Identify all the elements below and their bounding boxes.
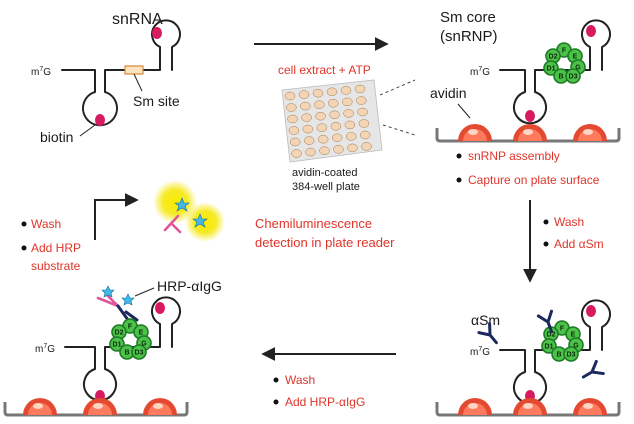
plate-well: [328, 99, 339, 108]
plate-well: [326, 87, 338, 97]
plate-well: [288, 126, 300, 135]
sm-protein-label: D1: [545, 344, 554, 351]
plate-well: [314, 100, 325, 109]
step2-list: Wash Add αSm: [543, 215, 604, 251]
m7g-label-4: m7G: [35, 343, 55, 355]
plate-well: [357, 107, 368, 117]
arrow-step4: [94, 193, 139, 240]
hrp-aigg-label: HRP-αIgG: [157, 278, 222, 294]
plate-well: [347, 143, 358, 153]
plate-well: [298, 90, 310, 99]
plate-well: [319, 146, 330, 155]
plate-well: [291, 149, 302, 158]
plate-well: [342, 97, 353, 107]
step4-item-3: substrate: [31, 259, 81, 273]
step4-list: Wash Add HRP substrate: [21, 217, 81, 273]
plate-well: [289, 137, 301, 147]
m7g-label: m7G: [31, 66, 51, 78]
sm-core-label-2: (snRNP): [440, 28, 498, 45]
sm-protein-label: D1: [547, 66, 556, 73]
plate-well: [359, 130, 371, 140]
m7g-label-2: m7G: [470, 66, 490, 78]
sm-protein-label: E: [571, 332, 576, 339]
step1-item-1: snRNP assembly: [468, 149, 560, 163]
step3-item-1: Wash: [285, 373, 315, 387]
panel-alpha-sm: αSm m7G D2 FEG D1B D3: [435, 299, 621, 417]
step2-item-2: Add αSm: [554, 237, 604, 251]
chemi-label-1: Chemiluminescence: [255, 216, 372, 231]
cell-extract-label: cell extract + ATP: [278, 63, 371, 77]
sm-protein-label: E: [139, 330, 144, 337]
sm-protein-label: B: [556, 352, 561, 359]
snrna-title: snRNA: [112, 11, 163, 28]
sm-protein-label: D2: [115, 330, 124, 337]
sm-protein-label: G: [141, 341, 147, 348]
plate-well: [300, 101, 311, 111]
plate-well: [301, 113, 312, 122]
plate-well: [330, 122, 342, 131]
sm-protein-label: D3: [567, 352, 576, 359]
plate-well: [312, 88, 324, 98]
plate-well: [315, 111, 326, 121]
plate-well: [358, 119, 370, 128]
plate-well: [340, 86, 352, 95]
sm-protein-label: D2: [549, 54, 558, 61]
plate-well: [286, 103, 297, 112]
plate-well: [361, 142, 372, 151]
avidin-label: avidin: [430, 85, 467, 101]
plate-well: [317, 134, 329, 144]
chemi-label-2: detection in plate reader: [255, 235, 395, 250]
step2-item-1: Wash: [554, 215, 584, 229]
m7g-label-3: m7G: [470, 346, 490, 358]
step1-item-2: Capture on plate surface: [468, 173, 600, 187]
plate-label-2: 384-well plate: [292, 181, 360, 193]
plate-well: [331, 133, 343, 143]
sm-protein-label: G: [573, 343, 579, 350]
sm-protein-label: D3: [569, 74, 578, 81]
sm-protein-label: F: [128, 324, 133, 331]
sm-protein-label: D3: [135, 350, 144, 357]
plate-well: [284, 91, 296, 101]
plate-well: [287, 114, 298, 124]
sm-protein-label: D1: [113, 342, 122, 349]
sm-site-box: [124, 65, 144, 75]
plate-well: [345, 132, 357, 141]
plate-well: [305, 147, 316, 157]
sm-protein-label: G: [575, 65, 581, 72]
step1-list: snRNP assembly Capture on plate surface: [456, 149, 600, 187]
plate-well: [343, 109, 354, 118]
sm-protein-label: D2: [547, 332, 556, 339]
alpha-sm-label: αSm: [471, 312, 500, 328]
plate-well: [303, 136, 315, 145]
plate-well: [302, 124, 314, 134]
plate-well: [316, 123, 328, 132]
sm-protein-label: F: [560, 326, 565, 333]
plate-well: [354, 84, 366, 94]
sm-core-label-1: Sm core: [440, 9, 496, 26]
sm-protein-label: B: [124, 350, 129, 357]
panel-snrna: snRNA m7G Sm site biotin: [31, 11, 181, 145]
step4-item-1: Wash: [31, 217, 61, 231]
step3-list: Wash Add HRP-αIgG: [273, 373, 365, 409]
panel-sm-core: Sm core (snRNP) avidin m7G D2 FEG D1B D3: [430, 9, 621, 143]
plate-well: [333, 145, 344, 154]
sm-core-ring: D2 FEG D1B D3: [543, 42, 586, 84]
biotin-label: biotin: [40, 129, 73, 145]
sm-protein-label: F: [562, 48, 567, 55]
plate-well: [344, 120, 356, 130]
well-plate-icon: [281, 79, 383, 163]
step3-item-2: Add HRP-αIgG: [285, 395, 365, 409]
step4-item-2: Add HRP: [31, 241, 81, 255]
sm-site-label: Sm site: [133, 93, 180, 109]
biotin-icon: [95, 114, 105, 126]
sm-protein-label: B: [558, 74, 563, 81]
plate-well: [356, 96, 367, 105]
sm-protein-label: E: [573, 54, 578, 61]
plate-well: [329, 110, 340, 120]
panel-hrp: HRP-αIgG m7G D2 FEG D1B D3: [3, 278, 222, 417]
plate-label-1: avidin-coated: [292, 167, 357, 179]
chemiluminescence-glow: [153, 180, 225, 242]
